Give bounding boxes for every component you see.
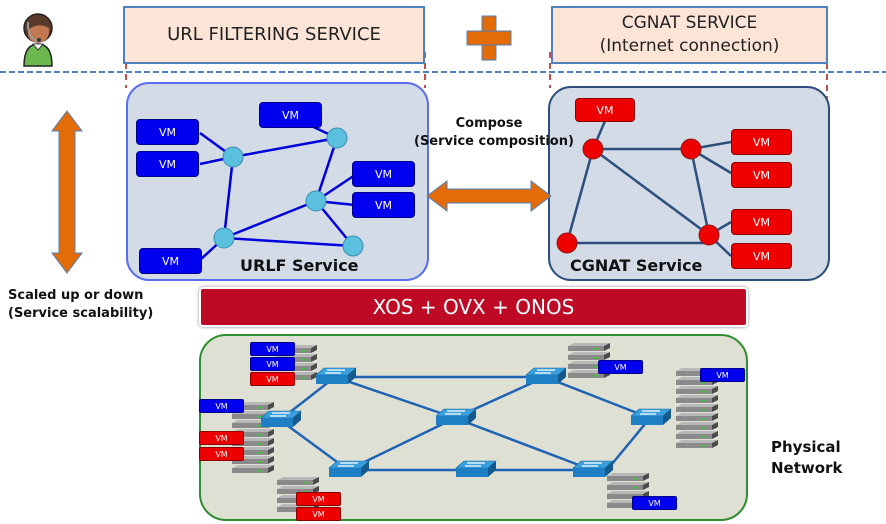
network-switch-icon: [435, 408, 477, 425]
cgnat-node: [582, 138, 604, 160]
urlf-node: [342, 235, 364, 257]
physical-vm-tag: VM: [700, 368, 745, 382]
scaling-subtitle: (Service scalability): [8, 306, 154, 321]
network-switch-icon: [328, 460, 370, 477]
network-switch-icon: [260, 410, 302, 427]
compose-subtitle: (Service composition): [414, 134, 574, 149]
network-switch-icon: [630, 408, 672, 425]
compose-title: Compose: [455, 116, 523, 131]
server-icon: [676, 431, 718, 439]
compose-double-arrow-icon: [426, 180, 552, 212]
server-icon: [607, 482, 649, 490]
urlf-vm: VM: [139, 248, 202, 274]
physical-vm-tag: VM: [199, 431, 244, 445]
scaling-double-arrow-icon: [51, 110, 83, 274]
physical-network-title: Physical: [771, 438, 841, 456]
server-icon: [277, 477, 319, 485]
server-icon: [568, 343, 610, 351]
url-filtering-service-label: URL FILTERING SERVICE: [167, 24, 381, 45]
cgnat-node: [556, 232, 578, 254]
cgnat-service-sublabel: (Internet connection): [599, 36, 780, 56]
physical-vm-tag: VM: [598, 360, 643, 374]
network-switch-icon: [525, 367, 567, 384]
physical-vm-tag: VM: [250, 357, 295, 371]
cgnat-links: [565, 120, 732, 257]
cgnat-vm: VM: [731, 209, 792, 235]
server-icon: [676, 413, 718, 421]
physical-vm-tag: VM: [632, 496, 677, 510]
plus-icon: [466, 15, 512, 61]
scaling-title: Scaled up or down: [8, 288, 144, 303]
cgnat-nodes: [556, 138, 720, 254]
urlf-node: [326, 127, 348, 149]
physical-vm-tag: VM: [199, 399, 244, 413]
urlf-service-box: [126, 82, 429, 281]
cgnat-service-title: CGNAT Service: [570, 256, 703, 275]
physical-vm-tag: VM: [199, 447, 244, 461]
cgnat-vm: VM: [731, 162, 792, 188]
physical-network-label: Physical Network: [771, 437, 842, 479]
physical-vm-tag: VM: [250, 342, 295, 356]
urlf-vm: VM: [352, 161, 415, 187]
url-filtering-service-box: URL FILTERING SERVICE: [123, 6, 425, 64]
physical-vm-tag: VM: [296, 507, 341, 521]
server-icon: [676, 404, 718, 412]
server-icon: [676, 386, 718, 394]
compose-label: Compose (Service composition): [414, 115, 574, 151]
urlf-vm: VM: [136, 119, 199, 145]
network-switch-icon: [315, 367, 357, 384]
server-icon: [607, 473, 649, 481]
urlf-node: [213, 227, 235, 249]
cgnat-service-label: CGNAT SERVICE: [621, 13, 758, 33]
cgnat-service-box-top: CGNAT SERVICE (Internet connection): [551, 6, 828, 64]
cgnat-node: [698, 224, 720, 246]
server-icon: [232, 465, 274, 473]
urlf-service-title: URLF Service: [240, 256, 359, 275]
user-headset-icon: [23, 13, 53, 67]
cgnat-vm: VM: [731, 243, 792, 269]
server-icon: [676, 395, 718, 403]
urlf-node: [305, 190, 327, 212]
cgnat-vm: VM: [731, 129, 792, 155]
network-switch-icon: [455, 460, 497, 477]
urlf-node: [222, 146, 244, 168]
physical-vm-tag: VM: [296, 492, 341, 506]
urlf-vm: VM: [259, 102, 322, 128]
network-switch-icon: [572, 460, 614, 477]
xos-ovx-onos-bar: XOS + OVX + ONOS: [199, 287, 748, 327]
scaling-label: Scaled up or down (Service scalability): [8, 287, 153, 323]
cgnat-vm: VM: [575, 98, 635, 122]
server-icon: [676, 422, 718, 430]
server-icon: [568, 352, 610, 360]
physical-network-subtitle: Network: [771, 459, 843, 477]
urlf-vm: VM: [352, 192, 415, 218]
cgnat-node: [680, 138, 702, 160]
urlf-nodes: [213, 127, 364, 257]
server-icon: [676, 440, 718, 448]
urlf-vm: VM: [136, 151, 199, 177]
physical-vm-tag: VM: [250, 372, 295, 386]
